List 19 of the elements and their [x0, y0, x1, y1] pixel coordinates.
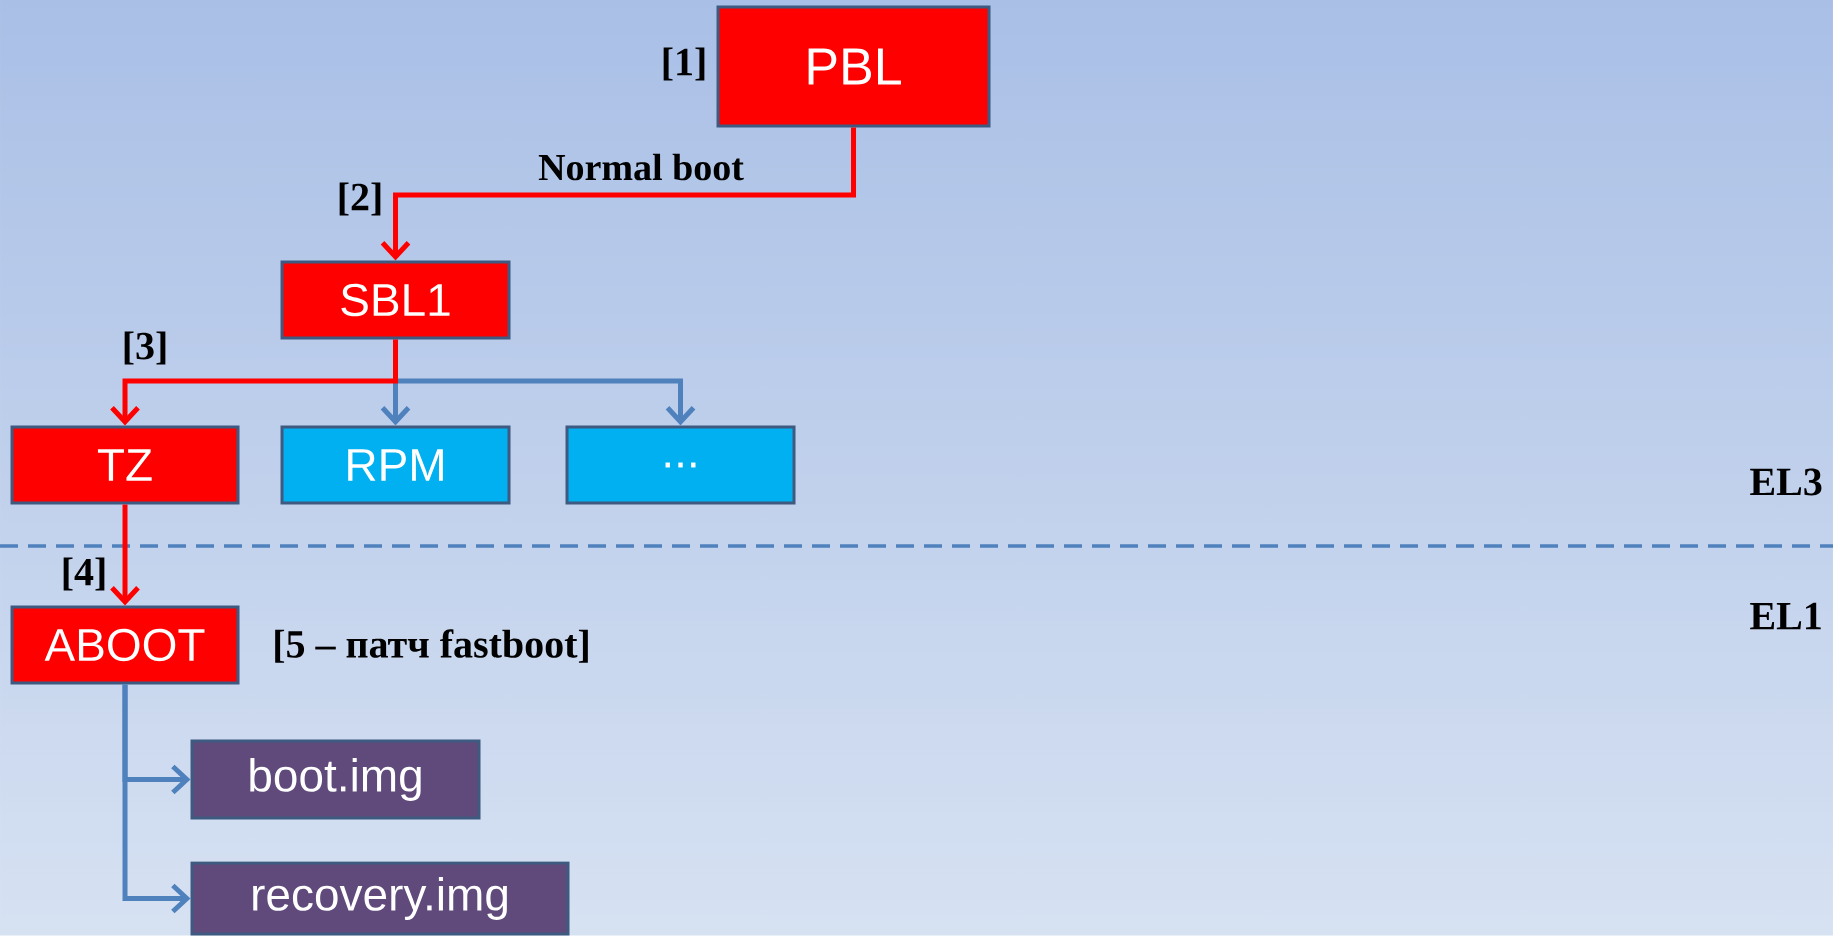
level-label: EL3: [1750, 468, 1822, 496]
arrow: [110, 339, 398, 426]
arrow: [122, 684, 191, 914]
boot-stage-box: SBL1: [280, 260, 511, 340]
step-number: [3]: [124, 331, 166, 365]
arrow: [380, 127, 856, 261]
boot-stage-box: ...: [565, 425, 796, 505]
boot-stage-box: PBL: [716, 5, 991, 128]
boot-stage-box: RPM: [280, 425, 511, 505]
level-label: EL1: [1750, 602, 1821, 630]
boot-stage-box: recovery.img: [190, 861, 570, 936]
arrow: [110, 504, 140, 606]
step-number: [2]: [339, 182, 381, 216]
boot-stage-box: TZ: [10, 425, 240, 505]
patch-note: [5 – патч fastboot]: [275, 629, 588, 663]
boot-stage-box: boot.img: [190, 739, 481, 820]
edge-label: Normal boot: [538, 153, 744, 181]
step-number: [4]: [63, 557, 105, 591]
boot-stage-box: ABOOT: [10, 605, 240, 685]
